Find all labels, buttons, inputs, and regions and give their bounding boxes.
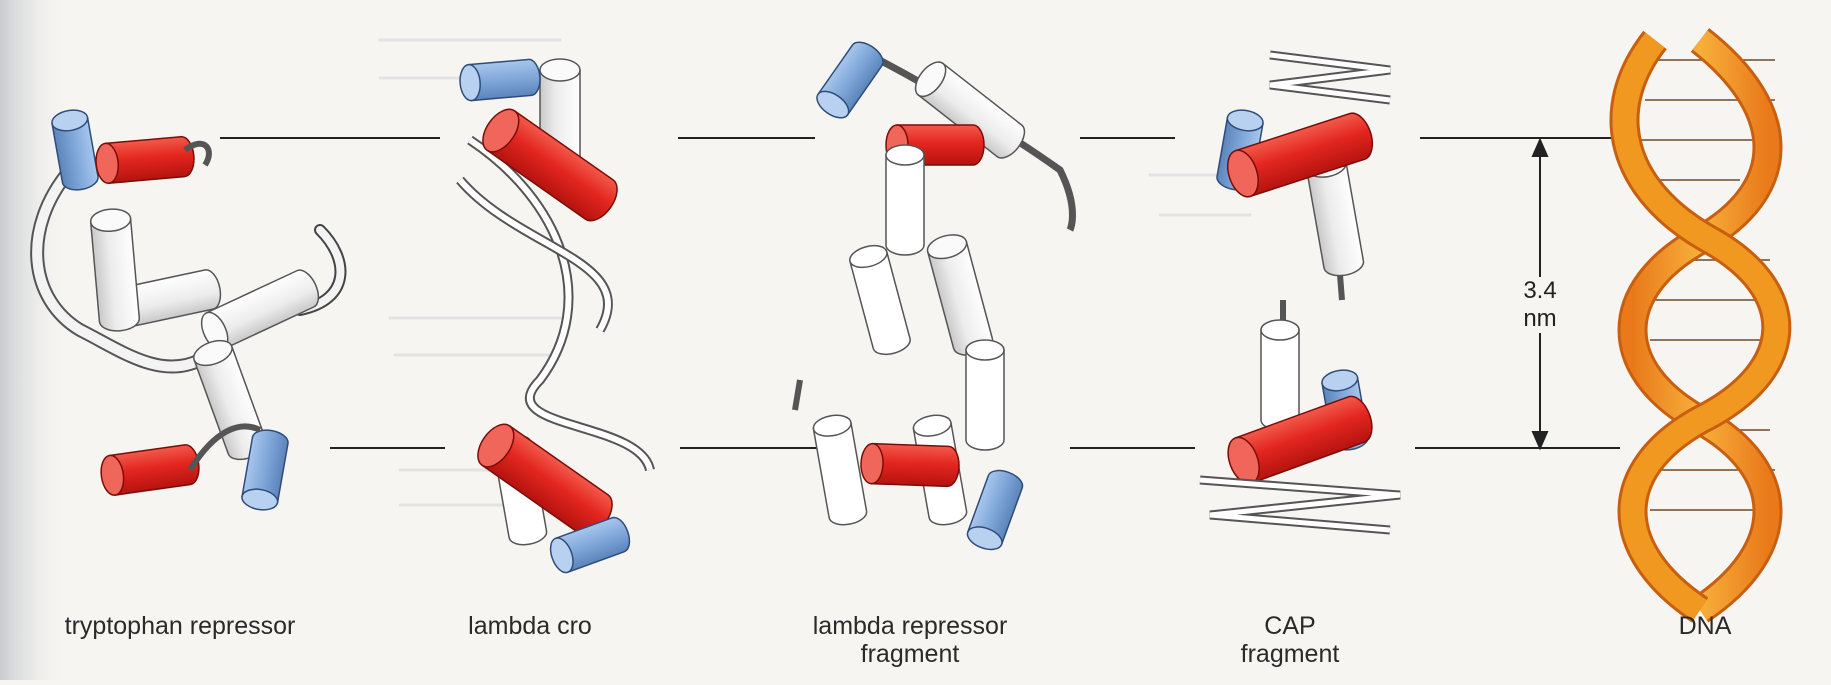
caption-lambda-repressor: lambda repressor fragment — [790, 612, 1030, 668]
caption-cap-line1: CAP — [1220, 612, 1360, 640]
dna-double-helix — [1624, 40, 1776, 610]
caption-tryptophan-repressor: tryptophan repressor — [60, 612, 300, 640]
trp-repressor-structure — [37, 107, 340, 512]
caption-dna: DNA — [1660, 612, 1750, 640]
caption-lambda-repressor-line1: lambda repressor — [790, 612, 1030, 640]
caption-lambda-repressor-line2: fragment — [790, 640, 1030, 668]
caption-dna-text: DNA — [1660, 612, 1750, 640]
cap-structure — [1200, 55, 1400, 530]
caption-tryptophan-repressor-text: tryptophan repressor — [60, 612, 300, 640]
caption-cap-line2: fragment — [1220, 640, 1360, 668]
spacing-unit: nm — [1490, 305, 1590, 333]
lambda-repressor-structure — [795, 37, 1073, 554]
page-gutter — [0, 0, 70, 680]
spacing-label: 3.4 nm — [1490, 277, 1590, 333]
caption-lambda-cro-text: lambda cro — [430, 612, 630, 640]
caption-cap-fragment: CAP fragment — [1220, 612, 1360, 668]
caption-lambda-cro: lambda cro — [430, 612, 630, 640]
spacing-value: 3.4 — [1490, 277, 1590, 305]
